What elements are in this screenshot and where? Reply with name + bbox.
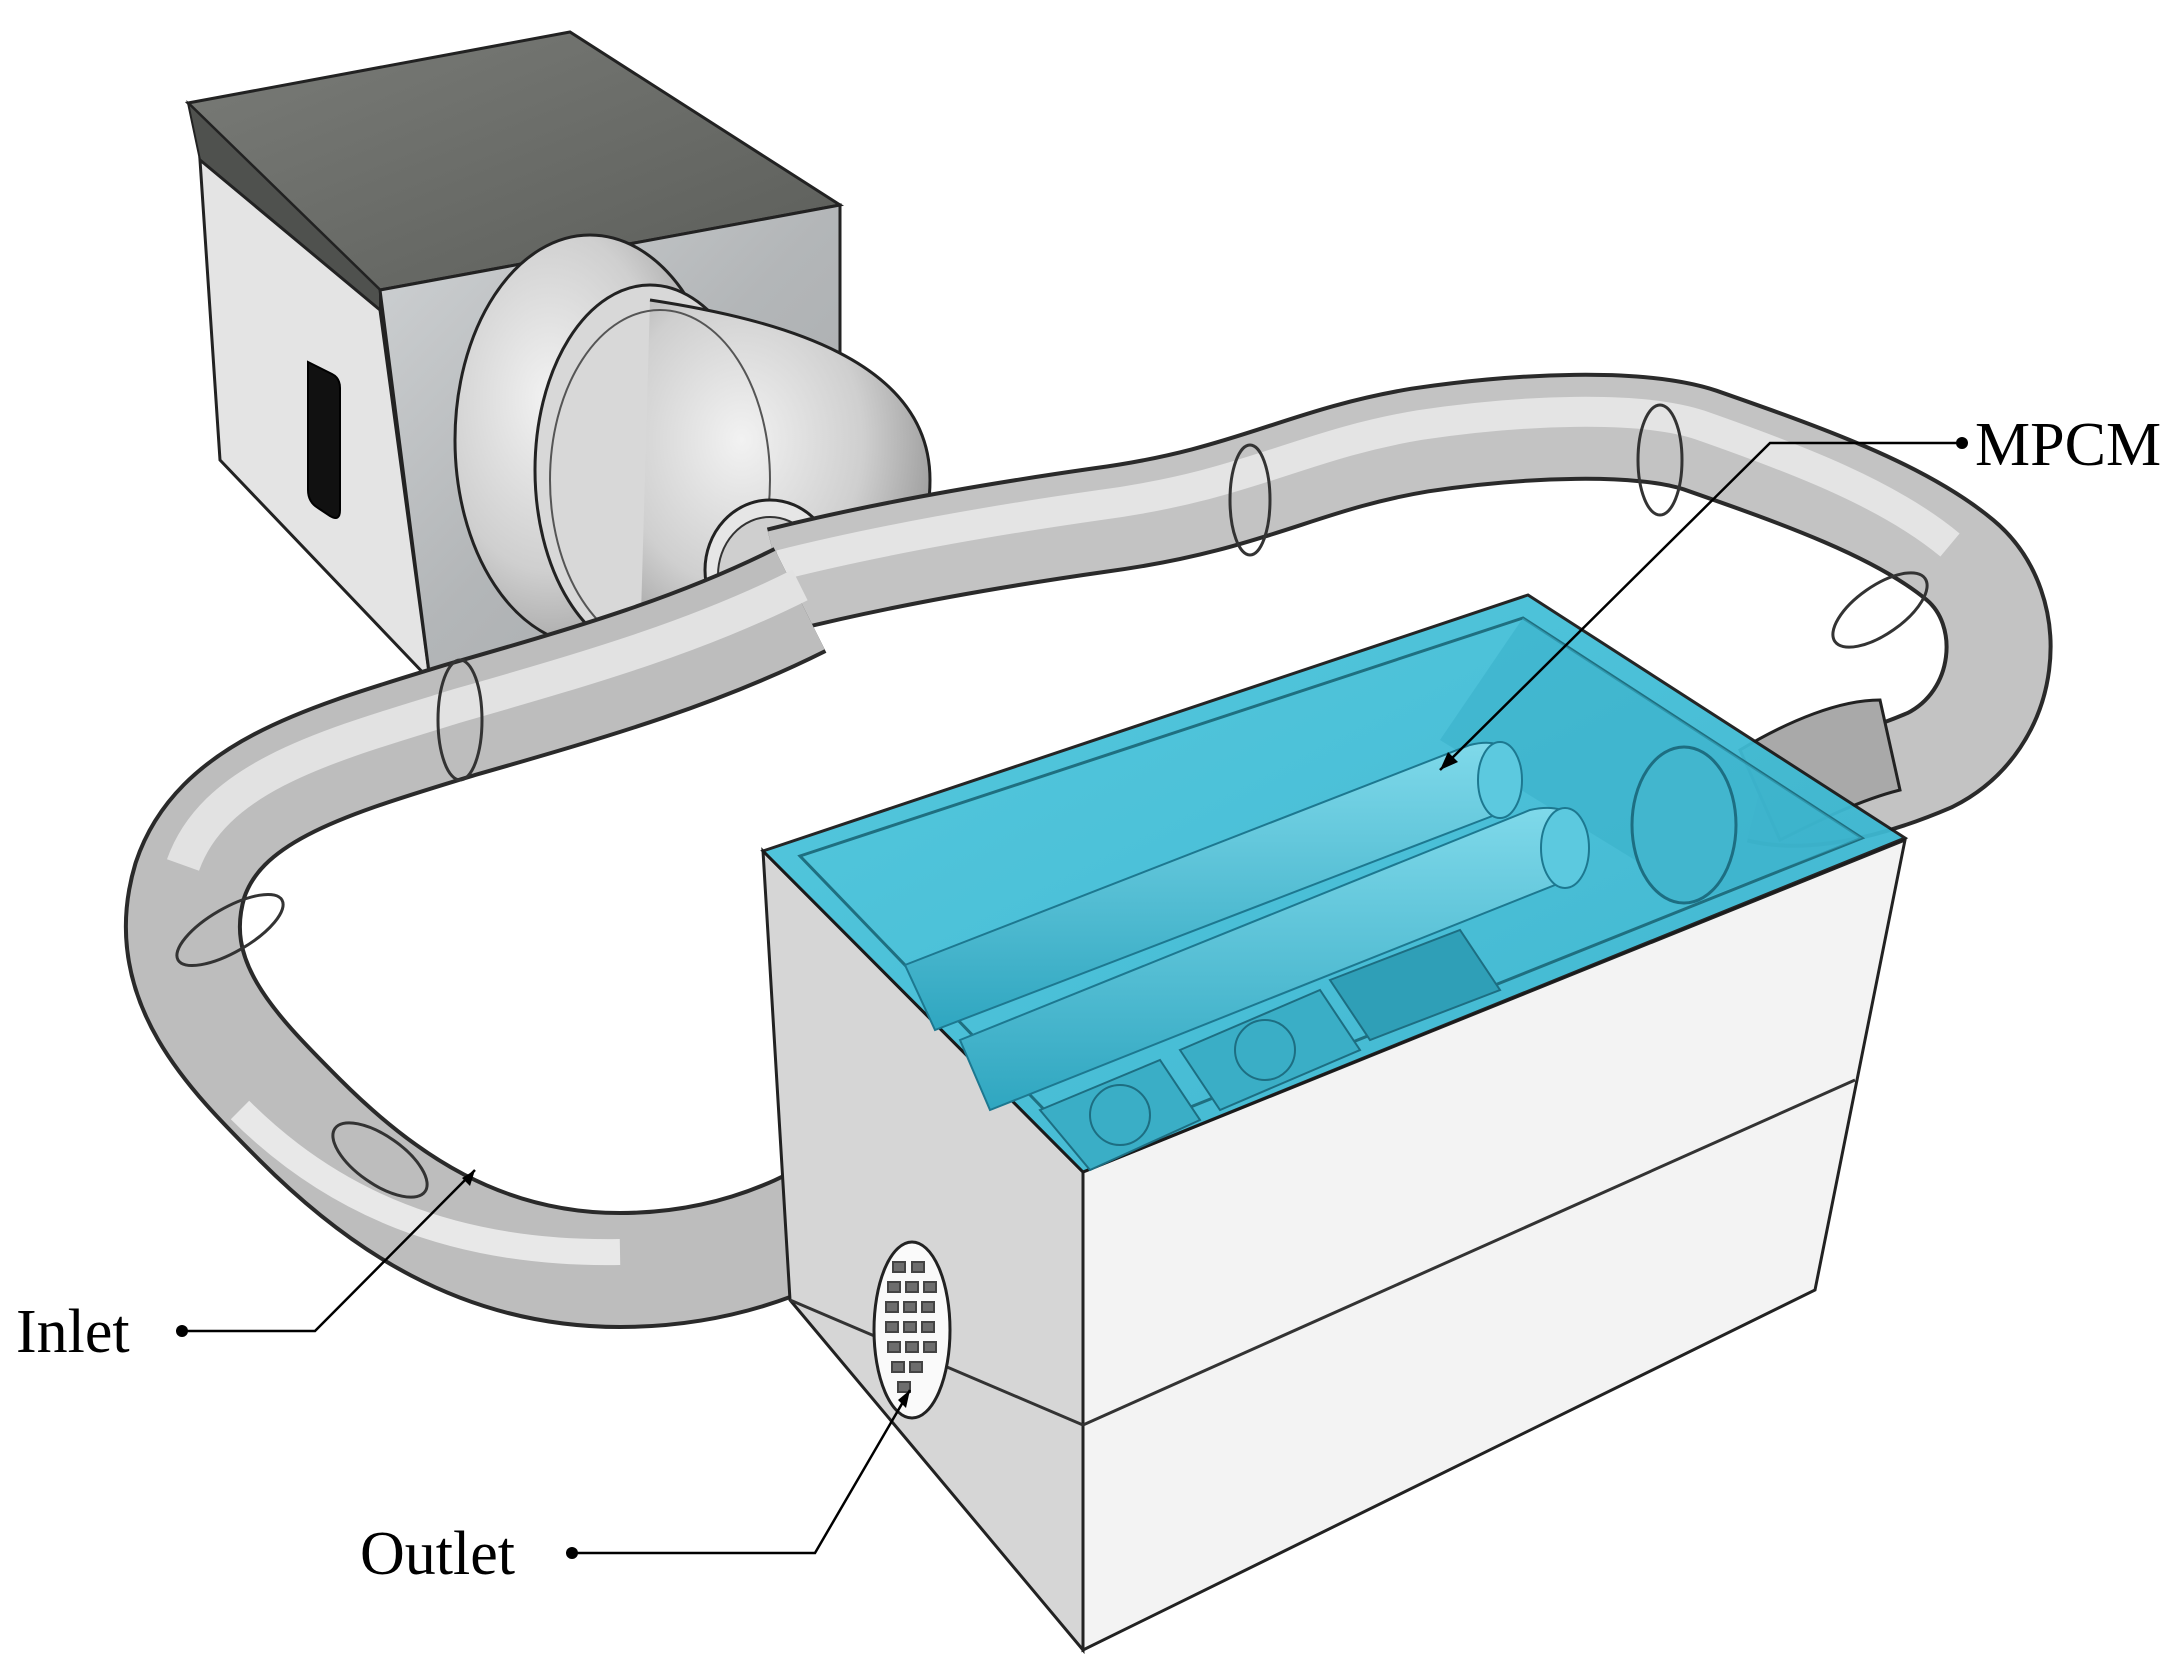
outlet-label: Outlet	[360, 1520, 515, 1588]
mpcm-tubes	[903, 741, 1590, 1112]
callout-mpcm: MPCM	[1439, 411, 2161, 771]
inner-fan-disk	[1630, 745, 1738, 905]
vent-slot	[307, 360, 341, 519]
inner-fans	[1038, 928, 1502, 1172]
callout-inlet: Inlet	[16, 1169, 476, 1366]
outlet-grille	[872, 1240, 952, 1420]
callout-outlet: Outlet	[360, 1389, 912, 1588]
air-duct	[123, 372, 2053, 1330]
mpcm-label: MPCM	[1975, 411, 2161, 479]
inlet-label: Inlet	[16, 1298, 130, 1366]
storage-box	[760, 593, 1909, 1655]
